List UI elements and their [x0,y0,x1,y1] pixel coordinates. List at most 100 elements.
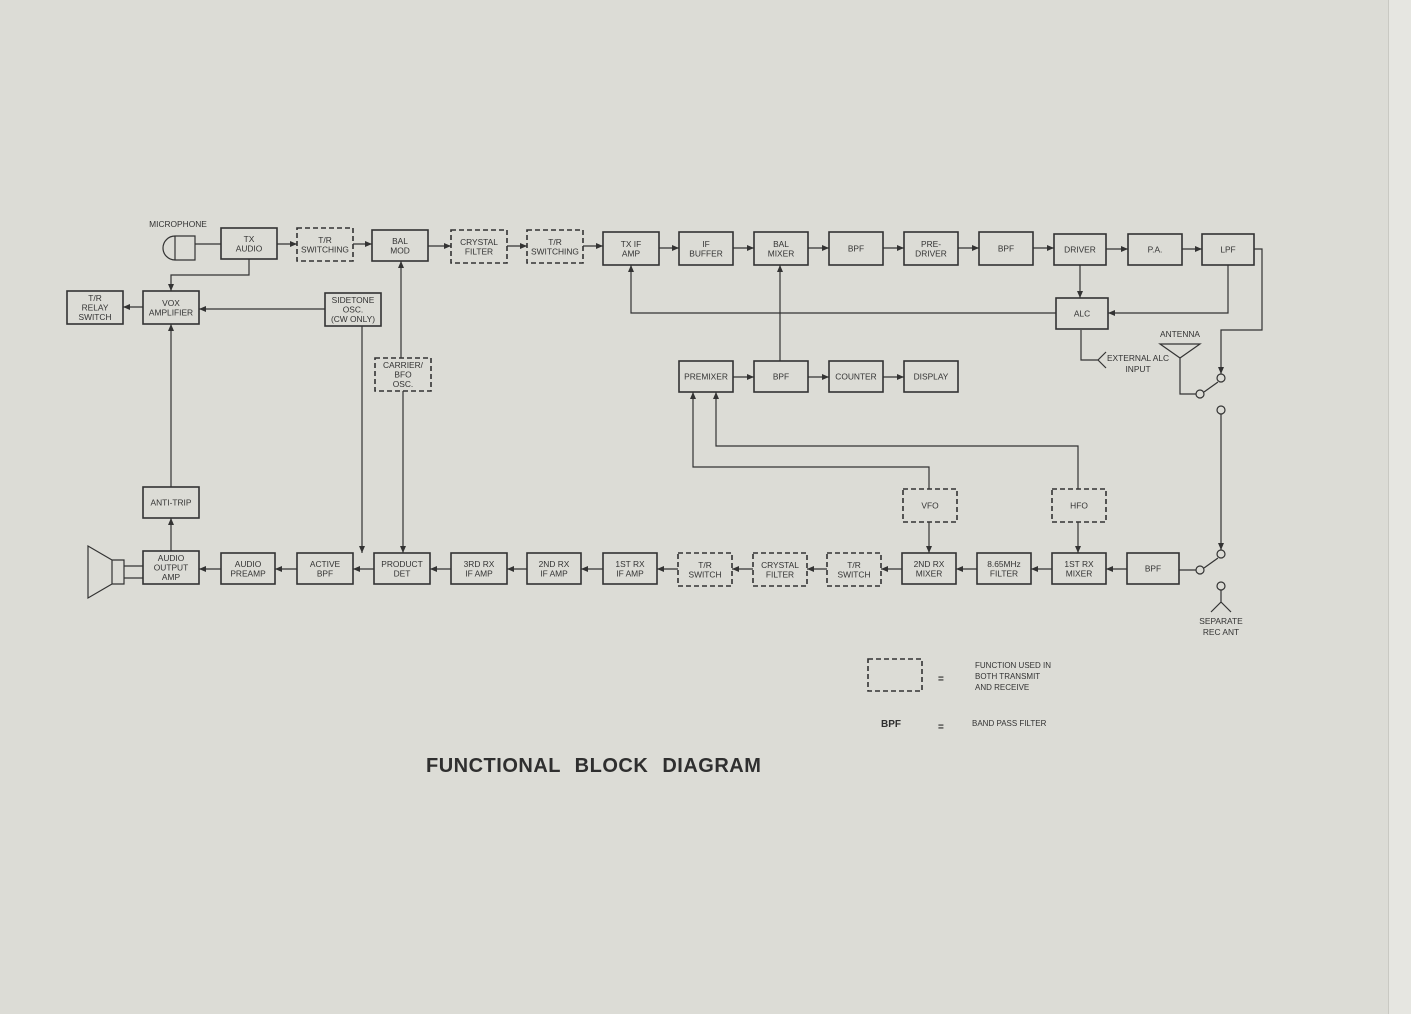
block-label: FILTER [465,246,493,256]
legend-dashed-box [867,658,923,692]
block-frame [373,552,431,585]
block-label: DRIVER [915,248,947,258]
block-frame [978,231,1034,266]
block-label: DRIVER [1064,245,1096,255]
block-frame [902,488,958,523]
block-frame [374,357,432,392]
block-label: MIXER [1066,568,1093,578]
block-label: SWITCHING [531,246,579,256]
legend-dashed-text: BOTH TRANSMIT [975,672,1040,681]
block-label: AUDIO [235,559,262,569]
block-label: PREAMP [230,568,266,578]
block-frame [66,290,124,325]
block-label: COUNTER [835,372,876,382]
block-frame [220,227,278,260]
block-frame [903,231,959,266]
block-label: CARRIER/ [383,360,424,370]
block-frame [1055,297,1109,330]
block-counter: COUNTER [828,360,884,393]
block-label: SWITCH [688,569,721,579]
block-label: LPF [1220,245,1235,255]
legend-dashed-text: FUNCTION USED IN [975,661,1051,670]
block-label: 2ND RX [539,559,570,569]
block-bpf-3: BPF [753,360,809,393]
block-frame [1127,233,1183,266]
block-frame [826,552,882,587]
block-label: AMPLIFIER [149,307,193,317]
block-label: IF AMP [616,568,644,578]
block-label: BPF [848,244,864,254]
microphone-label: MICROPHONE [149,219,207,229]
block-pa: P.A. [1127,233,1183,266]
block-label: IF AMP [540,568,568,578]
block-frame [450,229,508,264]
blocks-layer: TXAUDIOT/RSWITCHINGBALMODCRYSTALFILTERT/… [66,227,1255,587]
block-pre-driver: PRE-DRIVER [903,231,959,266]
block-frame [220,552,276,585]
block-lpf: LPF [1201,233,1255,266]
block-label: T/R [847,560,861,570]
block-label: BUFFER [689,248,723,258]
block-label: OSC. [343,305,363,315]
block-frame [602,552,658,585]
signal-wire [168,259,250,291]
block-label: IF [702,239,709,249]
block-label: BPF [773,372,789,382]
block-frame [976,552,1032,585]
block-label: T/R [698,560,712,570]
block-label: MIXER [768,248,795,258]
block-label: AMP [622,248,641,258]
block-label: RELAY [82,303,109,313]
block-frame [1051,552,1107,585]
legend-equals: = [938,674,944,685]
block-frame [450,552,508,585]
block-display: DISPLAY [903,360,959,393]
block-label: IF AMP [465,568,493,578]
signal-wire [1108,265,1229,316]
block-premixer: PREMIXER [678,360,734,393]
block-label: DISPLAY [914,372,949,382]
block-label: CRYSTAL [460,237,498,247]
block-label: DET [394,568,411,578]
block-label: AMP [162,572,181,582]
block-label: VFO [921,501,939,511]
antenna-icon [1158,343,1202,395]
signal-wire [713,392,1079,489]
block-label: ANTI-TRIP [151,498,192,508]
block-label: 2ND RX [914,559,945,569]
block-frame [828,360,884,393]
block-label: T/R [548,237,562,247]
block-frame [752,552,808,587]
block-frame [296,227,354,262]
block-label: CRYSTAL [761,560,799,570]
block-frame [901,552,957,585]
block-label: TX IF [621,239,641,249]
rec-antenna-icon [1210,590,1232,613]
block-label: SWITCHING [301,244,349,254]
signal-wire [1218,248,1263,374]
block-label: ACTIVE [310,559,341,569]
block-label: BFO [394,370,412,380]
block-frame [526,229,584,264]
block-frame [142,486,200,519]
block-label: AUDIO [236,243,263,253]
signal-wire [690,392,930,489]
block-label: SIDETONE [332,295,375,305]
block-anti-trip: ANTI-TRIP [142,486,200,519]
block-frame [903,360,959,393]
signal-wires [123,241,1263,572]
